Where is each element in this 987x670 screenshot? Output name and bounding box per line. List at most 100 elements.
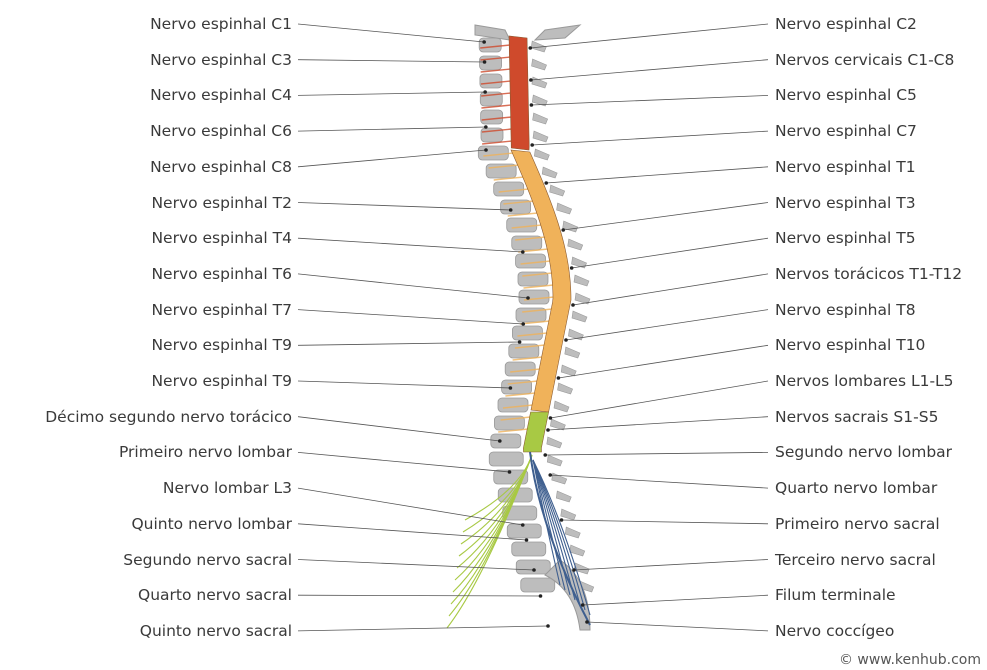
vertebra-body bbox=[519, 290, 549, 304]
vertebra-body bbox=[478, 146, 508, 160]
leader-line bbox=[298, 560, 534, 571]
leader-line bbox=[298, 342, 520, 345]
leader-dot bbox=[528, 46, 532, 50]
label-right-13: Segundo nervo lombar bbox=[775, 442, 952, 462]
leader-dot bbox=[482, 40, 486, 44]
label-left-18: Quinto nervo sacral bbox=[140, 621, 292, 641]
leader-line bbox=[532, 131, 768, 145]
vertebra-body bbox=[489, 452, 523, 466]
vertebra-process bbox=[565, 347, 580, 358]
vertebra-body bbox=[479, 38, 501, 52]
vertebra-process bbox=[570, 545, 585, 556]
vertebra-process bbox=[547, 455, 562, 466]
leader-dot bbox=[530, 143, 534, 147]
leader-line bbox=[298, 150, 486, 167]
leader-dot bbox=[518, 340, 522, 344]
leader-line bbox=[298, 60, 485, 62]
leader-dot bbox=[570, 266, 574, 270]
leader-dot bbox=[532, 568, 536, 572]
leader-dot bbox=[509, 208, 513, 212]
leader-line bbox=[573, 274, 768, 305]
leader-dot bbox=[546, 624, 550, 628]
label-right-11: Nervos lombares L1-L5 bbox=[775, 371, 954, 391]
vertebra-body bbox=[494, 182, 524, 196]
leader-dot bbox=[526, 296, 530, 300]
vertebra-body bbox=[498, 398, 528, 412]
leader-dot bbox=[483, 60, 487, 64]
label-right-9: Nervo espinhal T8 bbox=[775, 300, 916, 320]
leader-dot bbox=[483, 90, 487, 94]
cervical-segment bbox=[509, 36, 529, 150]
leader-line bbox=[298, 92, 485, 95]
vertebra-process bbox=[547, 437, 562, 448]
leader-dot bbox=[509, 386, 513, 390]
leader-line bbox=[562, 520, 769, 524]
label-right-12: Nervos sacrais S1-S5 bbox=[775, 407, 938, 427]
skull-base bbox=[475, 25, 510, 40]
leader-dot bbox=[585, 620, 589, 624]
leader-dot bbox=[498, 439, 502, 443]
vertebra-process bbox=[574, 275, 589, 286]
vertebra-body bbox=[491, 434, 521, 448]
leader-line bbox=[531, 60, 768, 80]
leader-dot bbox=[560, 518, 564, 522]
leader-line bbox=[298, 417, 500, 441]
label-right-15: Primeiro nervo sacral bbox=[775, 514, 940, 534]
label-left-17: Quarto nervo sacral bbox=[138, 585, 292, 605]
leader-dot bbox=[508, 470, 512, 474]
vertebra-process bbox=[533, 131, 548, 142]
leader-line bbox=[298, 452, 510, 472]
leader-dot bbox=[521, 523, 525, 527]
leader-line bbox=[298, 381, 510, 388]
leader-line bbox=[572, 238, 768, 268]
leader-line bbox=[298, 310, 523, 324]
vertebra-body bbox=[481, 110, 503, 124]
leader-line bbox=[587, 622, 768, 631]
label-right-18: Nervo coccígeo bbox=[775, 621, 894, 641]
leader-line bbox=[298, 127, 486, 131]
label-left-15: Quinto nervo lombar bbox=[131, 514, 292, 534]
label-left-8: Nervo espinhal T6 bbox=[151, 264, 292, 284]
leader-line bbox=[298, 274, 528, 298]
label-right-8: Nervos torácicos T1-T12 bbox=[775, 264, 962, 284]
label-right-6: Nervo espinhal T3 bbox=[775, 193, 916, 213]
vertebra-process bbox=[533, 113, 548, 124]
leader-line bbox=[550, 381, 768, 418]
vertebra-body bbox=[521, 578, 555, 592]
label-right-2: Nervos cervicais C1-C8 bbox=[775, 50, 954, 70]
label-left-9: Nervo espinhal T7 bbox=[151, 300, 292, 320]
leader-dot bbox=[543, 453, 547, 457]
vertebra-process bbox=[565, 527, 580, 538]
leader-dot bbox=[530, 103, 534, 107]
label-left-14: Nervo lombar L3 bbox=[163, 478, 292, 498]
leader-line bbox=[548, 417, 768, 430]
label-right-1: Nervo espinhal C2 bbox=[775, 14, 917, 34]
label-right-5: Nervo espinhal T1 bbox=[775, 157, 916, 177]
label-right-10: Nervo espinhal T10 bbox=[775, 335, 925, 355]
leader-line bbox=[298, 524, 527, 540]
vertebra-process bbox=[568, 239, 583, 250]
leader-line bbox=[298, 24, 484, 42]
label-left-7: Nervo espinhal T4 bbox=[151, 228, 292, 248]
vertebra-process bbox=[550, 185, 565, 196]
vertebra-body bbox=[505, 362, 535, 376]
vertebra-process bbox=[561, 365, 576, 376]
leader-line bbox=[545, 452, 768, 455]
vertebra-process bbox=[561, 509, 576, 520]
leader-dot bbox=[548, 473, 552, 477]
leader-line bbox=[298, 238, 523, 252]
vertebra-process bbox=[532, 59, 547, 70]
vertebra-process bbox=[552, 473, 567, 484]
leader-dot bbox=[539, 594, 543, 598]
leader-dot bbox=[525, 538, 529, 542]
vertebra-body bbox=[507, 218, 537, 232]
leader-line bbox=[550, 475, 768, 488]
label-right-17: Filum terminale bbox=[775, 585, 896, 605]
leader-dot bbox=[561, 228, 565, 232]
vertebra-body bbox=[512, 326, 542, 340]
leader-dot bbox=[572, 568, 576, 572]
leader-line bbox=[298, 488, 523, 525]
skull-base bbox=[535, 25, 580, 40]
vertebra-process bbox=[534, 149, 549, 160]
leader-line bbox=[546, 167, 768, 183]
